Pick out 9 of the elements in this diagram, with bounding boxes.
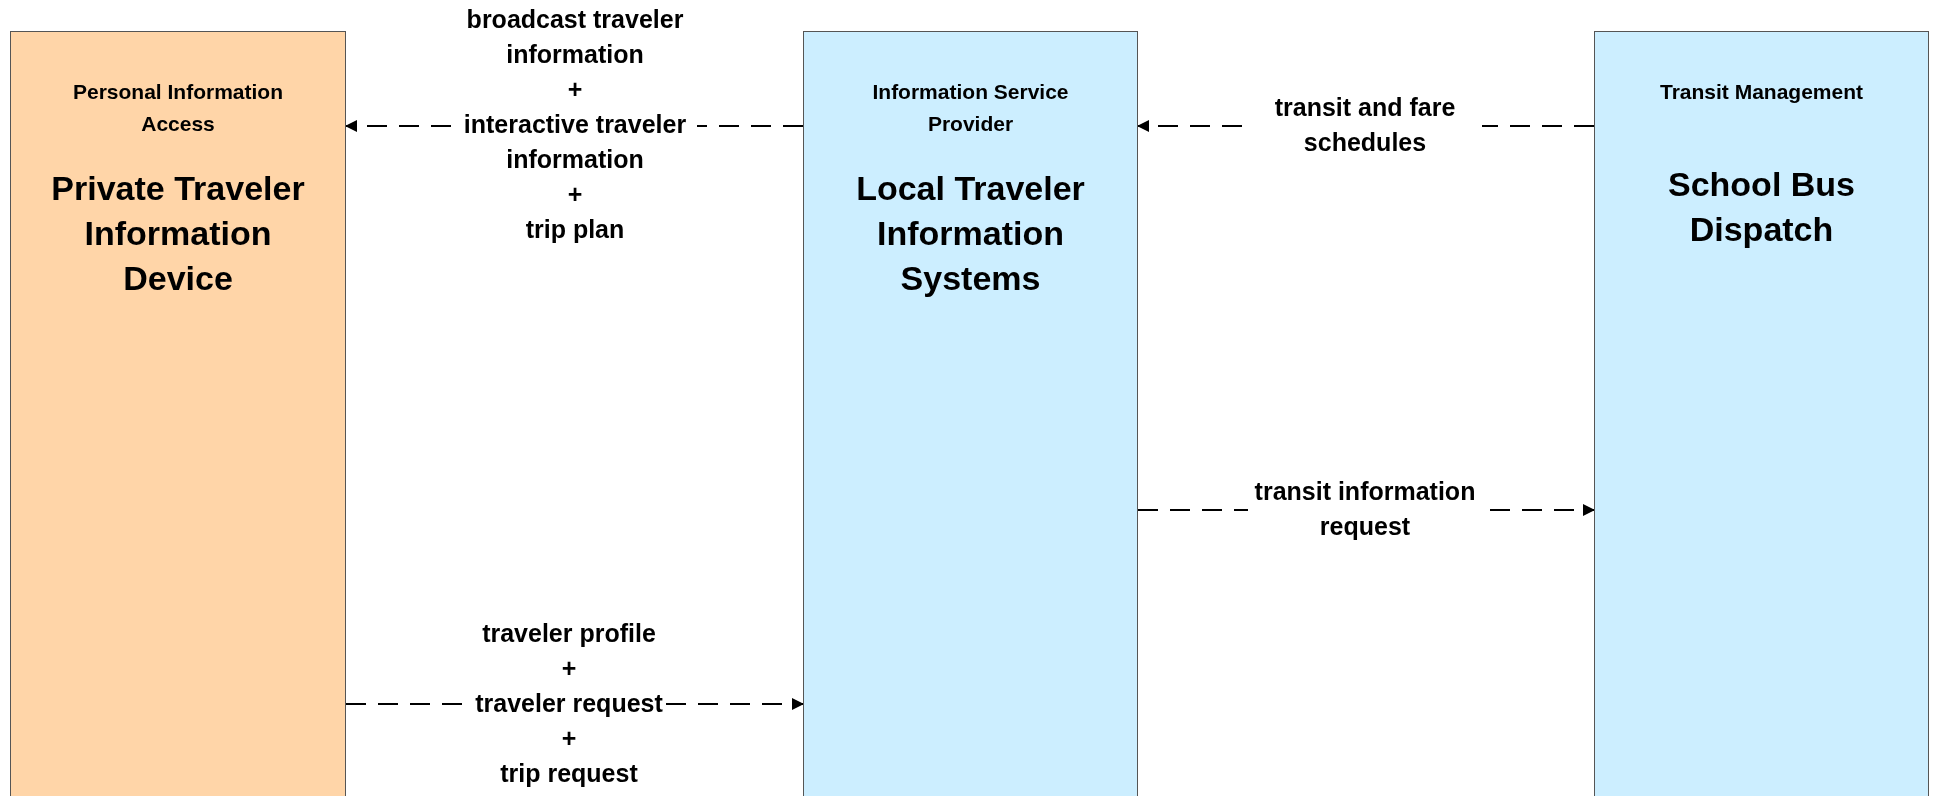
system-name: Private Traveler Information Device	[50, 168, 306, 299]
system-box	[803, 31, 1138, 796]
system-name: School Bus Dispatch	[1667, 164, 1856, 250]
category-heading: Personal Information Access	[72, 79, 284, 137]
category-heading: Information Service Provider	[871, 79, 1070, 137]
category-heading: Transit Management	[1658, 79, 1865, 105]
system-box	[10, 31, 346, 796]
system-box	[1594, 31, 1929, 796]
system-name: Local Traveler Information Systems	[855, 168, 1086, 299]
